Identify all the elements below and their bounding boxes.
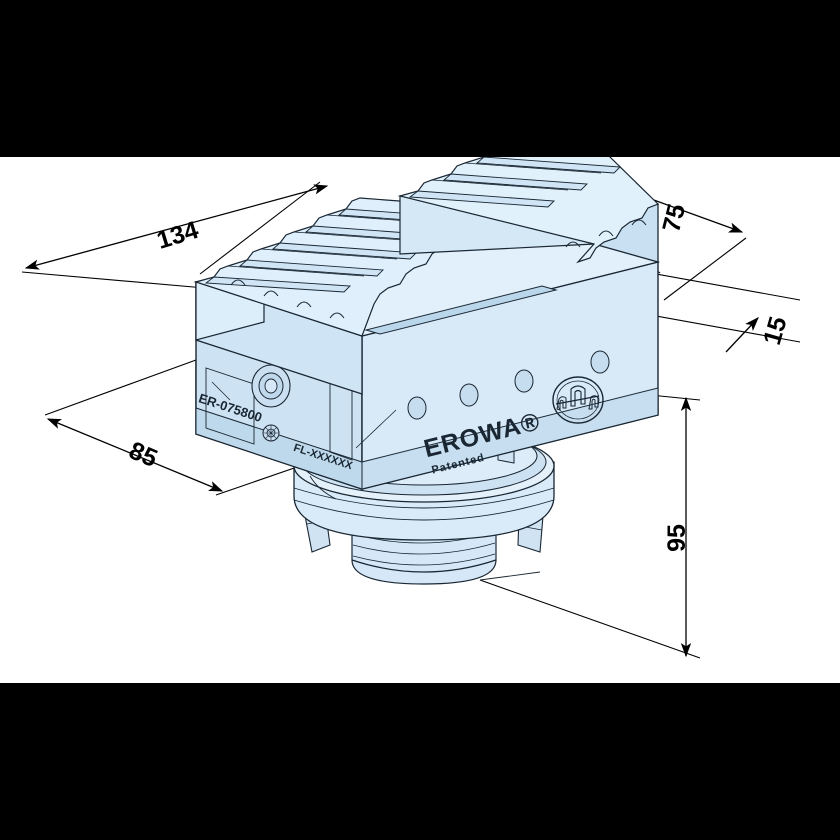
dimension-label-95: 95: [663, 524, 691, 552]
front-face-holes: [407, 350, 610, 420]
leader-lines: [211, 381, 541, 581]
right-clamping-jaw: [397, 157, 660, 264]
dimension-95-group: 95: [479, 391, 701, 659]
dimension-label-75: 75: [657, 201, 691, 235]
adjustment-screw-boss: [251, 364, 291, 408]
erowa-circle-logo-icon: [552, 376, 604, 424]
technical-drawing-svg: 134 75 15 85: [0, 157, 840, 683]
right-jaw-ribs: [397, 157, 660, 264]
letterbox-bar-top: [0, 0, 840, 157]
letterbox-bar-bottom: [0, 683, 840, 840]
drawing-canvas: 134 75 15 85: [0, 157, 840, 683]
knurled-set-screw: [262, 424, 280, 442]
